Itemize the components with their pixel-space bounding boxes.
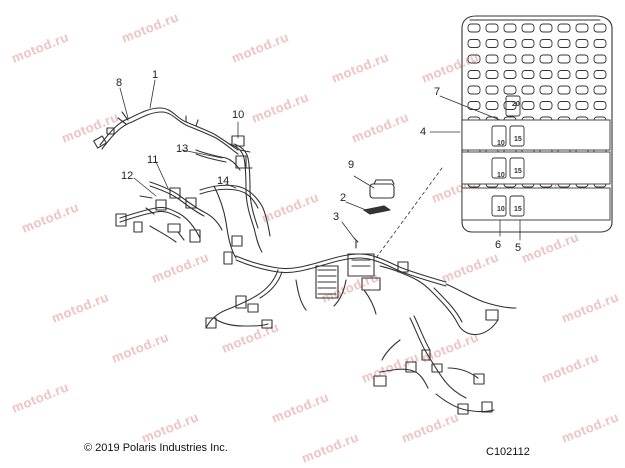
callout-8: 8	[116, 77, 123, 89]
fuse-slot	[467, 39, 481, 48]
fuse	[491, 157, 507, 179]
fuse-slot	[521, 70, 535, 79]
fuse-slot	[521, 39, 535, 48]
fuse-slot	[467, 85, 481, 95]
fuse	[509, 125, 525, 147]
fuse-slot	[521, 101, 535, 110]
fuse-label-20: 20	[512, 101, 520, 108]
fuse	[491, 195, 507, 217]
fuse-slot	[467, 23, 481, 33]
callout-12: 12	[121, 170, 134, 182]
fuse-slot	[593, 101, 607, 110]
fuse-slot	[521, 23, 535, 33]
harness-right-lower	[373, 283, 517, 415]
fuse-slot	[467, 101, 481, 110]
diagram-code: C102112	[486, 446, 530, 458]
fuse	[509, 157, 525, 179]
fuse-slot	[521, 85, 535, 95]
fuse-slot	[557, 39, 571, 48]
fuse-slot	[557, 70, 571, 79]
bracket-part-2	[363, 205, 391, 215]
fuse-slot	[485, 54, 499, 64]
fuse-slot	[485, 101, 499, 110]
callout-7: 7	[434, 86, 441, 98]
fuse-slot	[593, 54, 607, 64]
fuse-slot	[485, 85, 499, 95]
fuse-slot	[557, 85, 571, 95]
copyright-text: © 2019 Polaris Industries Inc.	[84, 442, 228, 454]
fuse-box-panel	[461, 15, 613, 233]
fuse-label-15-a: 15	[514, 136, 522, 143]
callout-14: 14	[217, 175, 230, 187]
fuse-slot	[575, 23, 589, 33]
fuse-slot	[557, 101, 571, 110]
harness-branch-11-12	[115, 181, 223, 243]
callout-5: 5	[515, 242, 522, 254]
callout-2: 2	[340, 192, 347, 204]
fuse-block	[461, 119, 611, 151]
fuse-slot	[503, 85, 517, 95]
callout-1: 1	[152, 69, 159, 81]
fuse-slot	[575, 54, 589, 64]
main-harness-upper	[93, 107, 239, 155]
callout-9: 9	[348, 159, 355, 171]
callout-13: 13	[176, 143, 189, 155]
fuse-slot	[503, 70, 517, 79]
fuse-slot	[575, 70, 589, 79]
fuse-label-10-a: 10	[497, 140, 505, 147]
fuse-slot	[575, 39, 589, 48]
fuse-slot	[503, 39, 517, 48]
screw-part-3	[353, 237, 359, 249]
fuse-slot	[485, 39, 499, 48]
fuse-slot	[467, 54, 481, 64]
fuse-slot	[485, 23, 499, 33]
fuse-block	[461, 187, 611, 221]
fuse-label-10-b: 10	[497, 172, 505, 179]
fuse-label-15-c: 15	[514, 206, 522, 213]
callout-3: 3	[333, 211, 340, 223]
fuse-slot	[521, 54, 535, 64]
fuse-slot	[593, 85, 607, 95]
fuse-slot	[503, 54, 517, 64]
harness-branch-14	[199, 184, 271, 265]
fuse	[509, 195, 525, 217]
fuse-block	[461, 151, 611, 185]
leader-lines	[119, 79, 521, 259]
relay-part-9	[369, 179, 395, 199]
fuse-slot	[539, 101, 553, 110]
fuse-slot	[593, 39, 607, 48]
fuse-label-15-b: 15	[514, 168, 522, 175]
fuse-slot	[503, 23, 517, 33]
fuse-slot	[575, 101, 589, 110]
callout-11: 11	[147, 154, 159, 166]
fuse-slot	[539, 23, 553, 33]
fuse-slot	[557, 54, 571, 64]
fuse-slot	[467, 70, 481, 79]
fuse-slot	[503, 101, 517, 110]
callout-4: 4	[420, 126, 427, 138]
fuse-slot	[539, 85, 553, 95]
fuse-slot	[539, 54, 553, 64]
fuse	[505, 95, 521, 117]
harness-central-trunk	[205, 253, 447, 329]
callout-10: 10	[232, 109, 245, 121]
fuse-slot	[485, 70, 499, 79]
fuse-slot	[593, 70, 607, 79]
fuse-slot	[539, 39, 553, 48]
fuse-label-10-c: 10	[497, 206, 505, 213]
fuse-slot	[539, 70, 553, 79]
fuse-slot	[575, 85, 589, 95]
fuse-slot	[557, 23, 571, 33]
callout-6: 6	[495, 239, 502, 251]
fuse	[491, 125, 507, 147]
fuse-slot	[593, 23, 607, 33]
